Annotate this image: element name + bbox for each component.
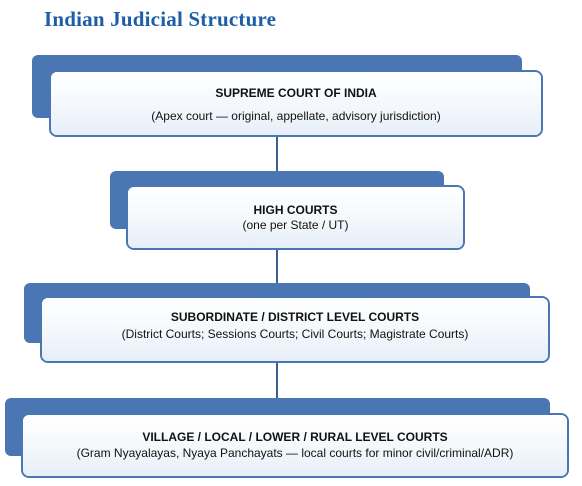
supreme-court-box: SUPREME COURT OF INDIA (Apex court — ori… bbox=[49, 70, 543, 137]
district-courts-title: SUBORDINATE / DISTRICT LEVEL COURTS bbox=[170, 310, 420, 324]
high-courts-description: (one per State / UT) bbox=[242, 218, 349, 232]
supreme-court-title: SUPREME COURT OF INDIA bbox=[215, 86, 377, 100]
high-courts-box: HIGH COURTS (one per State / UT) bbox=[126, 185, 465, 250]
village-courts-box: VILLAGE / LOCAL / LOWER / RURAL LEVEL CO… bbox=[21, 413, 569, 478]
connector-1-2 bbox=[276, 137, 278, 171]
village-courts-description: (Gram Nyayalayas, Nyaya Panchayats — loc… bbox=[76, 446, 514, 460]
high-courts-title: HIGH COURTS bbox=[253, 203, 338, 217]
diagram-title: Indian Judicial Structure bbox=[44, 7, 277, 31]
connector-2-3 bbox=[276, 250, 278, 283]
village-courts-title: VILLAGE / LOCAL / LOWER / RURAL LEVEL CO… bbox=[142, 430, 448, 444]
district-courts-box: SUBORDINATE / DISTRICT LEVEL COURTS (Dis… bbox=[40, 296, 550, 363]
district-courts-description: (District Courts; Sessions Courts; Civil… bbox=[121, 327, 469, 341]
connector-3-4 bbox=[276, 363, 278, 398]
supreme-court-description: (Apex court — original, appellate, advis… bbox=[151, 109, 441, 123]
